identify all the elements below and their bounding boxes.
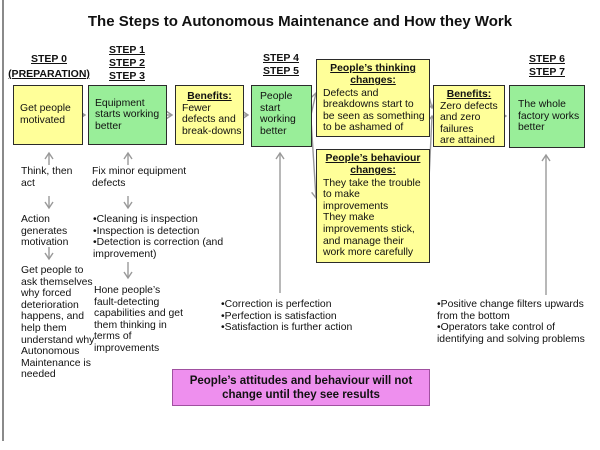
box-heading: People’s thinking changes:	[330, 63, 416, 86]
box-peoples-behaviour-changes: People’s behaviour changes: They take th…	[316, 149, 430, 263]
slide-left-border	[2, 0, 4, 441]
box-text: Defects and breakdowns start to be seen …	[323, 87, 425, 134]
box-heading: Benefits:	[446, 89, 492, 100]
note-fix-minor-defects: Fix minor equipment defects	[92, 166, 187, 189]
box-text: The whole factory works better	[518, 99, 580, 134]
box-get-people-motivated: Get people motivated	[13, 85, 83, 145]
box-peoples-thinking-changes: People’s thinking changes: Defects and b…	[316, 59, 430, 137]
box-text: Fewer defects and break-downs	[182, 102, 242, 137]
step-header-45: STEP 4 STEP 5	[263, 52, 299, 77]
step-header-123: STEP 1 STEP 2 STEP 3	[109, 44, 145, 82]
box-heading: People’s behaviour changes:	[325, 153, 421, 176]
box-benefits-fewer-defects: Benefits: Fewer defects and break-downs	[175, 85, 244, 145]
step-header-0: STEP 0 (PREPARATION)	[8, 53, 90, 80]
note-positive-change-bullets: •Positive change filters upwards from th…	[437, 299, 585, 345]
note-correction-bullets: •Correction is perfection •Perfection is…	[221, 299, 353, 334]
note-action-generates-motivation: Action generates motivation	[21, 214, 69, 249]
step-header-67: STEP 6 STEP 7	[529, 53, 565, 78]
box-text: Equipment starts working better	[95, 97, 160, 132]
box-people-start-working-better: People start working better	[251, 85, 312, 147]
box-text: Zero defects and zero failures are attai…	[440, 100, 498, 147]
note-cleaning-inspection-bullets: •Cleaning is inspection •Inspection is d…	[93, 214, 224, 260]
note-get-people-to-ask: Get people to ask themselves why forced …	[21, 265, 95, 381]
box-text: They take the trouble to make improvemen…	[323, 177, 421, 259]
note-think-then-act: Think, then act	[21, 166, 73, 189]
box-equipment-works-better: Equipment starts working better	[88, 85, 167, 145]
box-text: People start working better	[260, 91, 296, 137]
box-text: Get people motivated	[20, 103, 71, 126]
note-hone-capabilities: Hone people’s fault-detecting capabiliti…	[94, 285, 183, 354]
box-heading: Benefits:	[187, 91, 232, 102]
box-whole-factory-works-better: The whole factory works better	[509, 85, 585, 148]
page-title: The Steps to Autonomous Maintenance and …	[87, 13, 513, 30]
banner-attitudes-results: People’s attitudes and behaviour will no…	[172, 369, 430, 406]
box-benefits-zero-defects: Benefits: Zero defects and zero failures…	[433, 85, 505, 147]
